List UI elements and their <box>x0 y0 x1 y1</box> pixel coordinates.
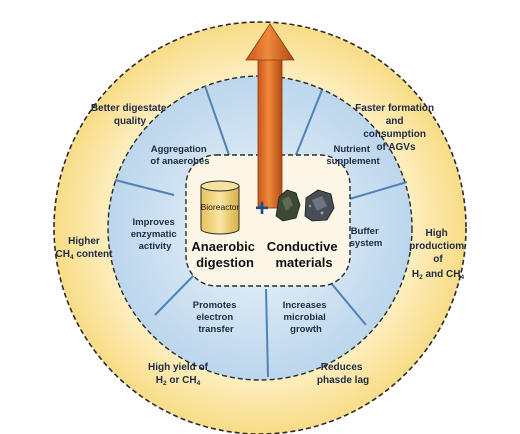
outer-label-yield: High yield of <box>148 362 209 373</box>
outer-label-agvs: Faster formation and consumption of AGVs <box>355 103 437 153</box>
spoke <box>154 272 197 316</box>
spoke <box>265 288 269 378</box>
inner-label-electron: Promotes electron transfer <box>193 300 239 335</box>
outer-label-ch4-content-line2: CH4 content <box>56 249 114 261</box>
spoke <box>325 276 367 326</box>
bioreactor-icon <box>200 180 240 235</box>
conductive-materials-image <box>275 189 335 222</box>
outer-label-lag: Reduces phasde lag <box>317 362 369 386</box>
inner-ring-spokes <box>114 85 408 378</box>
outer-label-ch4-content: Higher <box>68 236 100 247</box>
inner-label-nutrient: Nutrient supplement <box>326 144 380 167</box>
spoke <box>204 85 230 156</box>
bioreactor-label: Bioreactor <box>201 202 240 212</box>
conductive-materials-label: Conductive materials <box>267 239 341 270</box>
inner-label-buffer: Buffer system <box>350 226 383 249</box>
inner-label-microbial: Increases microbial growth <box>283 300 329 335</box>
anaerobic-digestion-label: Anaerobic digestion <box>191 239 258 270</box>
plus-sign: + <box>255 195 269 222</box>
spoke <box>295 89 323 156</box>
upward-arrow-icon <box>245 23 295 209</box>
outer-label-production: High productiom of <box>409 228 467 265</box>
inner-label-aggregation: Aggregation of anaerobes <box>150 144 209 167</box>
outer-label-digestate: Better digestate quality <box>91 103 169 127</box>
outer-label-production-gas: H2 and CH4 <box>412 269 465 281</box>
spoke <box>114 179 175 196</box>
inner-label-enzymatic: Improves enzymatic activity <box>131 217 180 252</box>
outer-label-yield-line2: H2 or CH4 <box>156 375 201 387</box>
spoke <box>345 181 408 201</box>
